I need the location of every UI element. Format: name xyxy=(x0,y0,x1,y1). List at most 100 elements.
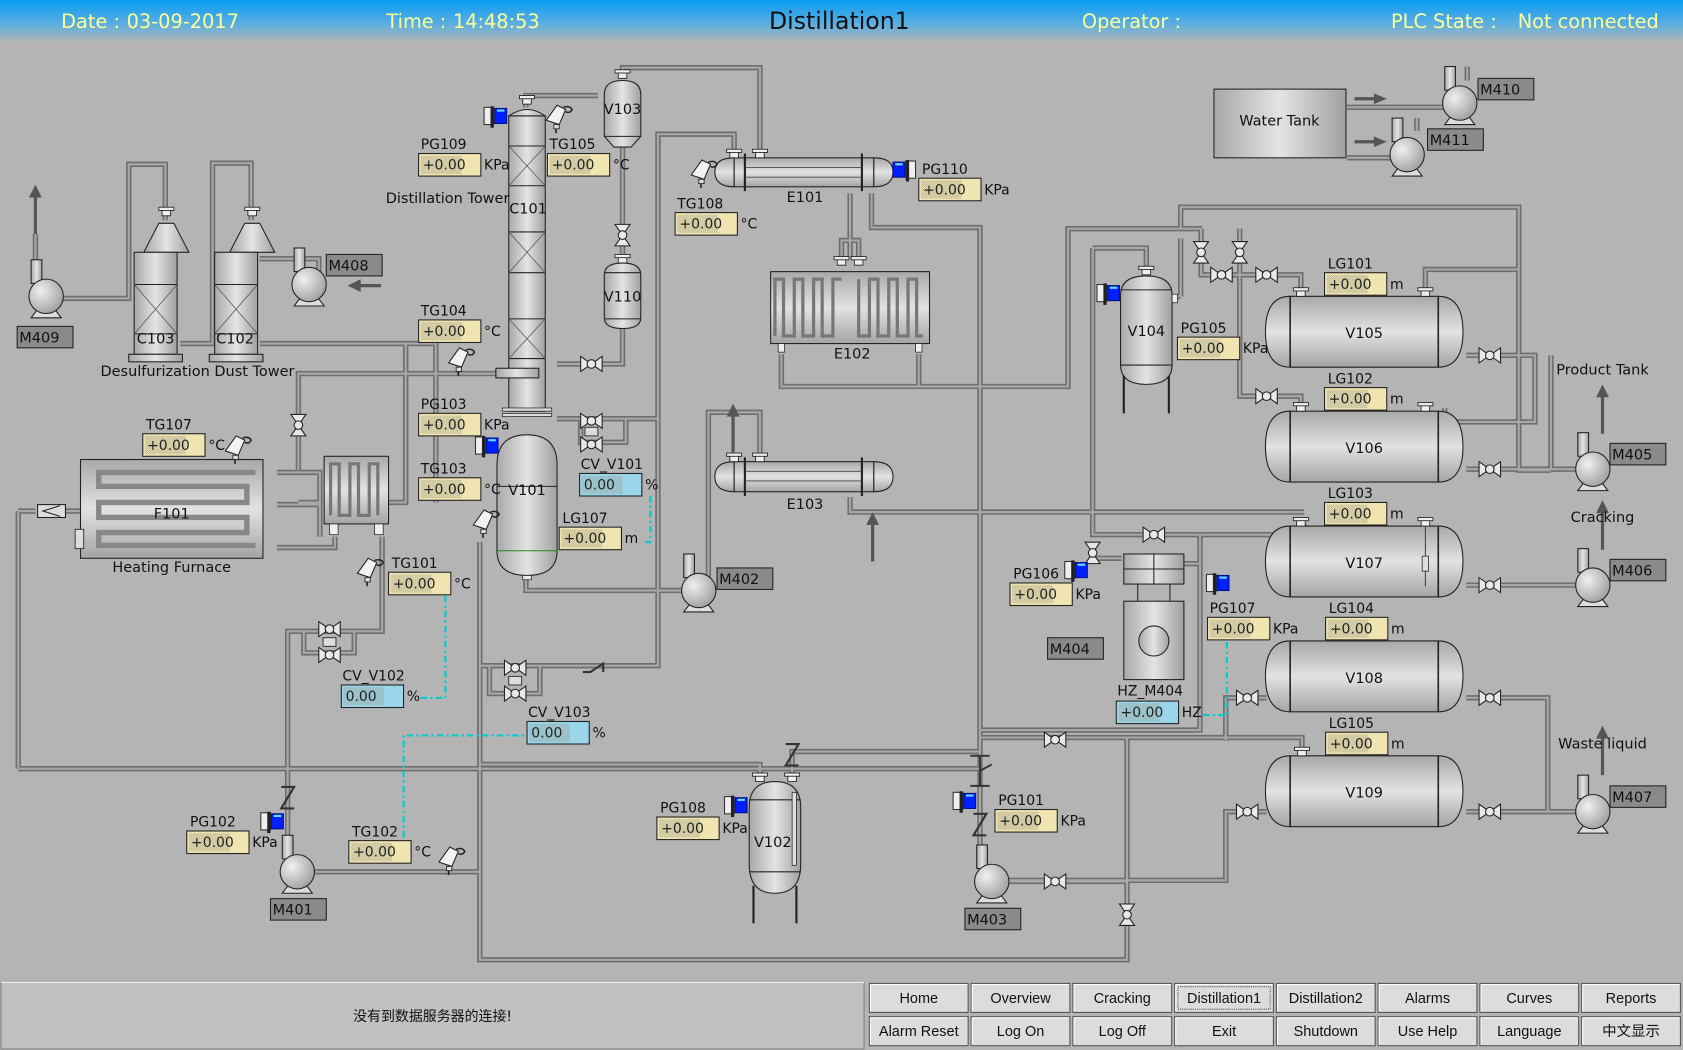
value-highlight xyxy=(390,574,432,593)
nav-button-exit[interactable]: Exit xyxy=(1174,1016,1274,1047)
motor-m404-unit[interactable] xyxy=(1123,553,1185,681)
value-highlight xyxy=(581,475,623,494)
nav-button-overview[interactable]: Overview xyxy=(970,982,1071,1013)
instrument-tg104[interactable]: TG104+0.00°C xyxy=(418,304,501,344)
instrument-tg108[interactable]: TG108+0.00°C xyxy=(674,196,757,236)
date-value: 03-09-2017 xyxy=(127,10,239,33)
water-tank[interactable]: Water Tank xyxy=(1213,88,1347,159)
motor-tag-m402[interactable]: M402 xyxy=(716,567,774,590)
tank-v108[interactable]: V108 xyxy=(1264,640,1464,713)
distillation-tower-label: Distillation Tower xyxy=(386,191,510,207)
tank-v107[interactable]: V107 xyxy=(1264,517,1464,598)
value-highlight xyxy=(420,322,462,341)
motor-tag-m405[interactable]: M405 xyxy=(1609,442,1667,466)
nav-button-label: Shutdown xyxy=(1294,1024,1358,1040)
vessel-v110[interactable]: V110 xyxy=(603,254,642,330)
lg103-value: +0.00 xyxy=(1329,507,1372,523)
vessel-v104[interactable]: V104 xyxy=(1120,265,1178,414)
tank-v105[interactable]: V105 xyxy=(1264,287,1464,368)
vessel-v102[interactable]: V102 xyxy=(748,772,802,924)
motor-tag-m407[interactable]: M407 xyxy=(1609,785,1667,808)
motor-tag-m411[interactable]: M411 xyxy=(1427,128,1484,151)
pg103-unit: KPa xyxy=(484,417,509,433)
motor-tag-m403[interactable]: M403 xyxy=(964,907,1022,931)
nav-button-cracking[interactable]: Cracking xyxy=(1072,982,1173,1013)
vessel-v101[interactable]: V101 xyxy=(496,434,558,581)
nav-button-alarm-reset[interactable]: Alarm Reset xyxy=(868,1016,969,1047)
nav-button-language[interactable]: Language xyxy=(1479,1016,1580,1047)
nav-button-curves[interactable]: Curves xyxy=(1479,982,1580,1013)
valve[interactable] xyxy=(290,223,1502,926)
lg104-value: +0.00 xyxy=(1330,621,1373,637)
nav-button-log-off[interactable]: Log Off xyxy=(1072,1016,1173,1047)
motor-tag-m404[interactable]: M404 xyxy=(1047,637,1104,660)
tank-v109[interactable]: V109 xyxy=(1264,746,1464,828)
nav-button-log-on[interactable]: Log On xyxy=(970,1016,1071,1047)
m402-label: M402 xyxy=(719,572,759,588)
cv-v103-unit: % xyxy=(592,726,605,742)
furnace-f101[interactable]: F101 xyxy=(74,458,264,559)
nav-button-distillation1[interactable]: Distillation1 xyxy=(1174,982,1274,1013)
pg102-value: +0.00 xyxy=(191,835,234,851)
motor-tag-m408[interactable]: M408 xyxy=(325,253,383,277)
value-highlight xyxy=(1327,734,1369,753)
column-c103[interactable]: C103 xyxy=(128,206,190,363)
tg104-unit: °C xyxy=(484,324,501,340)
pg110-unit: KPa xyxy=(984,182,1009,198)
exchanger-e103[interactable]: E103 xyxy=(714,452,894,513)
instrument-tg101[interactable]: TG101+0.00°C xyxy=(388,556,471,596)
motor-tag-m410[interactable]: M410 xyxy=(1477,77,1535,101)
tg103-tag: TG103 xyxy=(420,461,467,477)
pg106-value: +0.00 xyxy=(1014,587,1057,603)
pg106-unit: KPa xyxy=(1075,587,1100,603)
nav-button-distillation2[interactable]: Distillation2 xyxy=(1275,982,1376,1013)
tg104-value: +0.00 xyxy=(423,324,466,340)
exchanger-coil[interactable] xyxy=(323,455,390,536)
instrument-tg105[interactable]: TG105+0.00°C xyxy=(546,137,630,177)
instrument-tg107[interactable]: TG107+0.00°C xyxy=(142,417,225,457)
e102-label: E102 xyxy=(834,347,871,363)
exchanger-e101[interactable]: E101 xyxy=(714,148,894,206)
nav-button-中文显示[interactable]: 中文显示 xyxy=(1581,1016,1681,1047)
nav-button-shutdown[interactable]: Shutdown xyxy=(1275,1016,1376,1047)
nav-button-use-help[interactable]: Use Help xyxy=(1377,1016,1478,1047)
nav-button-home[interactable]: Home xyxy=(868,982,969,1013)
column-c101[interactable]: C101 xyxy=(495,95,553,417)
motor-tag-m406[interactable]: M406 xyxy=(1609,558,1667,582)
tg107-unit: °C xyxy=(208,438,225,454)
instrument-tg102[interactable]: TG102+0.00°C xyxy=(348,824,431,864)
tank-v106[interactable]: V106 xyxy=(1264,402,1464,483)
lg105-unit: m xyxy=(1391,736,1405,752)
nav-button-alarms[interactable]: Alarms xyxy=(1377,982,1478,1013)
column-c102[interactable]: C102 xyxy=(208,206,276,363)
motor-tag-m401[interactable]: M401 xyxy=(269,898,327,921)
value-highlight xyxy=(420,155,462,174)
instrument-tg103[interactable]: TG103+0.00°C xyxy=(418,461,501,501)
value-highlight xyxy=(144,435,186,455)
nav-button-reports[interactable]: Reports xyxy=(1581,982,1681,1013)
motor-tag-m409[interactable]: M409 xyxy=(16,325,74,349)
lg107-value: +0.00 xyxy=(564,531,607,547)
exchanger-e102[interactable]: E102 xyxy=(770,256,931,363)
m407-label: M407 xyxy=(1612,790,1652,806)
vessel-v103[interactable]: V103 xyxy=(603,69,642,148)
